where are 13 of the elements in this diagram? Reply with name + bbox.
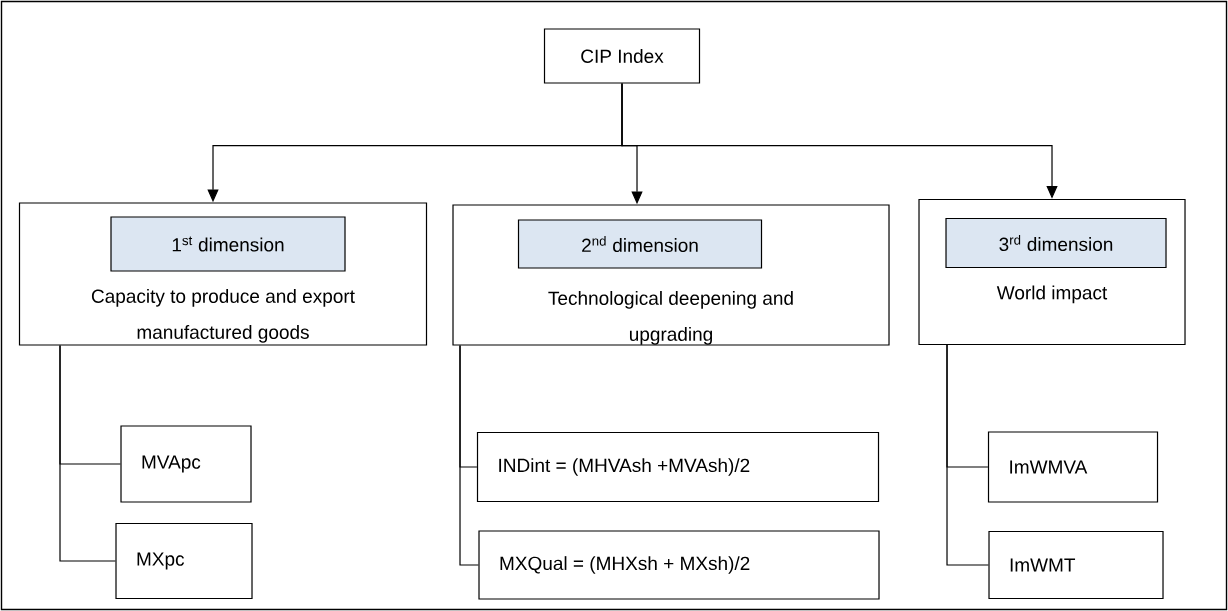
indicator-box: MXQual = (MHXsh + MXsh)/2 xyxy=(478,530,880,600)
dimension-label-box: 3$^{rd}$ dimension xyxy=(945,217,1167,269)
index-box: CIP Index xyxy=(543,28,701,84)
connector-line xyxy=(59,345,116,562)
indicator-box: ImWMVA xyxy=(987,431,1159,503)
dimension-label-box: 2$^{nd}$ dimension xyxy=(517,219,763,269)
connector-line xyxy=(946,344,989,566)
indicator-box: MVApc xyxy=(120,425,252,503)
indicator-box: ImWMT xyxy=(988,530,1164,600)
dimension-label-box: 1$^{st}$ dimension xyxy=(110,216,346,272)
indicator-box: MXpc xyxy=(115,522,253,600)
indicator-box: INDint = (MHVAsh +MVAsh)/2 xyxy=(476,431,880,503)
connector-line xyxy=(459,345,479,566)
